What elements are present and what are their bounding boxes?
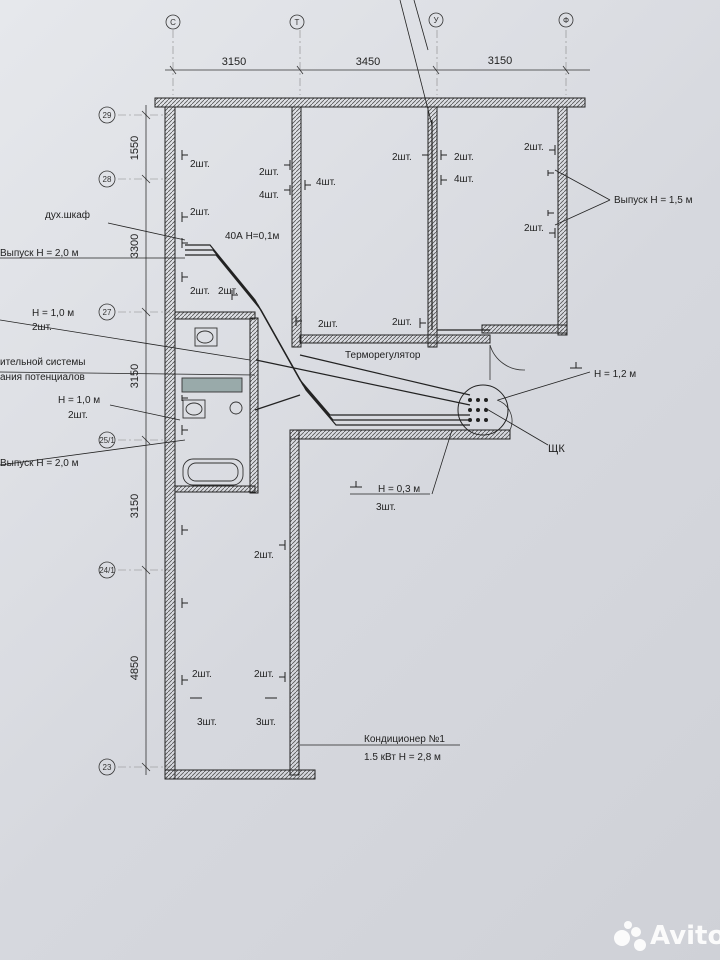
count-r5-e: 3шт. xyxy=(256,717,276,728)
axis-label-c: С xyxy=(170,18,176,27)
label-vypusk-15: Выпуск Н = 1,5 м xyxy=(614,195,693,206)
dim-left-1: 1550 xyxy=(129,136,141,160)
count-r4-b: 2шт. xyxy=(524,223,544,234)
count-r5-b: 2шт. xyxy=(192,669,212,680)
column-axis-markers: С Т У Ф xyxy=(165,12,574,30)
label-sht3: 3шт. xyxy=(376,502,396,513)
count-r1-d: 2шт. xyxy=(218,286,238,297)
label-sistema-1: ительной системы xyxy=(0,357,85,368)
axis-grid xyxy=(118,30,567,768)
bathroom-fixtures xyxy=(181,327,244,486)
axis-label-27: 27 xyxy=(103,308,112,317)
count-r2-c: 4шт. xyxy=(259,190,279,201)
dim-left-2: 3300 xyxy=(129,234,141,258)
label-sistema-2: ания потенциалов xyxy=(0,372,85,383)
axis-label-t: Т xyxy=(295,18,300,27)
axis-label-29: 29 xyxy=(103,111,112,120)
socket-count-labels: 2шт. 2шт. 2шт. 2шт. 2шт. 4шт. 4шт. 2шт. … xyxy=(190,142,544,728)
label-dux-shkaf: дух.шкаф xyxy=(45,209,90,221)
dim-left-3: 3150 xyxy=(129,364,141,388)
count-r3-c: 4шт. xyxy=(454,174,474,185)
row-axis-markers: 29 28 27 25/1 24/1 23 xyxy=(98,106,116,776)
label-h10-a: Н = 1,0 м xyxy=(32,308,74,319)
count-r2-d: 2шт. xyxy=(318,319,338,330)
washbasin xyxy=(196,330,214,344)
count-r1-a: 2шт. xyxy=(190,159,210,170)
label-termoregulator: Терморегулятор xyxy=(345,350,421,361)
label-h12: Н = 1,2 м xyxy=(594,369,636,380)
dim-top-2: 3450 xyxy=(356,56,380,68)
cable-runs xyxy=(185,120,490,426)
label-vypusk-20-bottom: Выпуск Н = 2,0 м xyxy=(0,458,79,469)
dim-left-5: 4850 xyxy=(129,656,141,680)
dim-top-3: 3150 xyxy=(488,55,512,67)
count-r2-a: 2шт. xyxy=(259,167,279,178)
avito-watermark: Avito xyxy=(614,921,720,951)
label-conditioner-2: 1.5 кВт Н = 2,8 м xyxy=(364,752,441,763)
panel-shchk-circle xyxy=(457,384,509,436)
count-r3-d: 2шт. xyxy=(392,317,412,328)
leader-lines xyxy=(0,0,611,746)
axis-label-25-1: 25/1 xyxy=(99,436,115,445)
count-r4-a: 2шт. xyxy=(524,142,544,153)
axis-label-24-1: 24/1 xyxy=(99,566,115,575)
axis-label-u: У xyxy=(433,16,439,25)
axis-label-28: 28 xyxy=(103,175,112,184)
label-conditioner-1: Кондиционер №1 xyxy=(364,734,445,745)
count-r3-a: 2шт. xyxy=(392,152,412,163)
count-r5-d: 3шт. xyxy=(197,717,217,728)
avito-logo-icon xyxy=(614,921,646,951)
left-dimension-line xyxy=(141,105,151,775)
label-h10-b: Н = 1,0 м xyxy=(58,395,100,406)
count-r3-b: 2шт. xyxy=(454,152,474,163)
door-swings xyxy=(489,344,526,431)
socket-symbols xyxy=(181,145,582,699)
count-r1-c: 2шт. xyxy=(190,286,210,297)
panel-terminals xyxy=(468,398,488,422)
label-panel-40a: 40А Н=0,1м xyxy=(225,231,280,242)
count-r2-b: 4шт. xyxy=(316,177,336,188)
count-r5-c: 2шт. xyxy=(254,669,274,680)
label-vypusk-20-top: Выпуск Н = 2,0 м xyxy=(0,248,79,259)
label-sht2-a: 2шт. xyxy=(32,322,52,333)
walls xyxy=(154,97,586,780)
toilet xyxy=(185,402,203,416)
watermark-text: Avito xyxy=(650,921,720,951)
dim-top-1: 3150 xyxy=(222,56,246,68)
dim-left-4: 3150 xyxy=(129,494,141,518)
top-dimension-line xyxy=(165,65,590,75)
label-sht2-b: 2шт. xyxy=(68,410,88,421)
label-h03: Н = 0,3 м xyxy=(378,484,420,495)
axis-label-f: Ф xyxy=(563,16,569,25)
count-r5-a: 2шт. xyxy=(254,550,274,561)
annotation-labels: дух.шкаф 40А Н=0,1м Выпуск Н = 2,0 м Н =… xyxy=(0,195,693,763)
axis-label-23: 23 xyxy=(103,763,112,772)
bathtub xyxy=(182,458,244,486)
count-r1-b: 2шт. xyxy=(190,207,210,218)
label-shchk: ЩК xyxy=(548,443,565,455)
